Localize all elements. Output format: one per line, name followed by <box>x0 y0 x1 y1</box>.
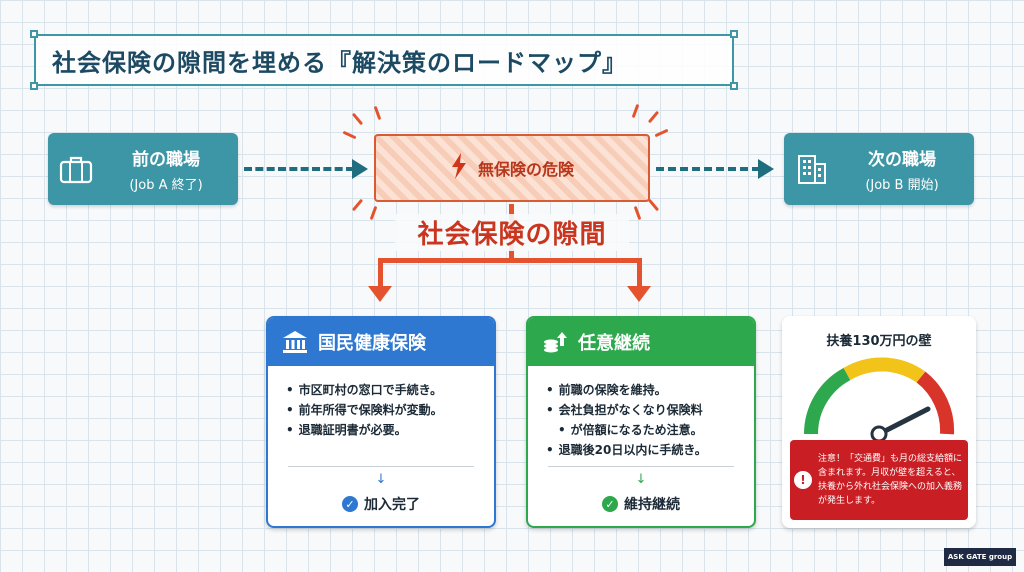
list-item: 前職の保険を維持。 <box>546 380 738 400</box>
alert-ray <box>633 205 642 221</box>
alert-ray <box>351 112 364 126</box>
gauge-pivot <box>870 425 888 442</box>
result-label: 維持継続 <box>624 497 680 513</box>
branch-bar <box>378 258 642 263</box>
prev-job-subtitle: (Job A 終了) <box>129 178 203 193</box>
coins-arrow-icon <box>542 330 568 354</box>
next-job-title: 次の職場 <box>868 150 936 170</box>
divider <box>288 466 474 467</box>
danger-label: 無保険の危険 <box>477 160 574 179</box>
list-item: 市区町村の窓口で手続き。 <box>286 380 478 400</box>
continuation-result: ✓ 維持継続 <box>528 494 754 514</box>
gauge-needle <box>876 406 931 437</box>
arrow-down-icon <box>368 286 392 302</box>
branch-right-leg <box>637 258 642 288</box>
alert-ray <box>373 105 382 121</box>
national-insurance-header: 国民健康保険 <box>268 318 494 366</box>
arrow-down-icon: ↓ <box>635 472 647 487</box>
alert-ray <box>647 198 660 212</box>
title-corner <box>30 30 38 38</box>
gauge-title: 扶養130万円の壁 <box>826 334 932 349</box>
prev-job-title: 前の職場 <box>132 150 200 170</box>
alert-ray <box>369 205 378 221</box>
title-corner <box>730 82 738 90</box>
continuation-card: 任意継続 前職の保険を維持。 会社負担がなくなり保険料 が倍額になるため注意。 … <box>526 316 756 528</box>
check-circle-icon: ✓ <box>602 496 618 512</box>
result-label: 加入完了 <box>364 497 420 513</box>
national-insurance-title: 国民健康保険 <box>318 333 426 354</box>
branch-left-leg <box>378 258 383 288</box>
alert-ray <box>647 110 660 124</box>
arrow-right-icon <box>352 159 368 179</box>
continuation-list: 前職の保険を維持。 会社負担がなくなり保険料 が倍額になるため注意。 退職後20… <box>528 366 754 460</box>
prev-job-box: 前の職場 (Job A 終了) <box>48 133 238 205</box>
arrow-down-icon <box>627 286 651 302</box>
national-insurance-card: 国民健康保険 市区町村の窓口で手続き。 前年所得で保険料が変動。 退職証明書が必… <box>266 316 496 528</box>
list-item: 会社負担がなくなり保険料 <box>546 400 738 420</box>
next-job-subtitle: (Job B 開始) <box>865 178 939 193</box>
briefcase-icon <box>48 154 104 184</box>
next-job-box: 次の職場 (Job B 開始) <box>784 133 974 205</box>
government-building-icon <box>282 330 308 354</box>
title-box: 社会保険の隙間を埋める『解決策のロードマップ』 <box>30 30 738 90</box>
arrow-down-icon: ↓ <box>375 472 387 487</box>
page-title: 社会保険の隙間を埋める『解決策のロードマップ』 <box>52 48 627 77</box>
continuation-title: 任意継続 <box>578 333 650 354</box>
list-item: 前年所得で保険料が変動。 <box>286 400 478 420</box>
arrow-right-icon <box>758 159 774 179</box>
company-logo: ASK GATE group <box>944 548 1016 566</box>
warning-text: 注意！「交通費」も月の総支給額に含まれます。月収が壁を超えると、扶養から外れ社会… <box>818 454 963 506</box>
list-item: 退職証明書が必要。 <box>286 420 478 440</box>
alert-ray <box>654 128 669 138</box>
gauge-card: 扶養130万円の壁 ! 注意！「交通費」も月の総支給額に含まれます。月収が壁を超… <box>782 316 976 528</box>
alert-ray <box>351 198 364 212</box>
alert-ray <box>631 103 640 119</box>
check-circle-icon: ✓ <box>342 496 358 512</box>
alert-ray <box>342 130 357 140</box>
title-corner <box>30 82 38 90</box>
title-corner <box>730 30 738 38</box>
dashed-connector-right <box>656 167 760 171</box>
national-insurance-result: ✓ 加入完了 <box>268 494 494 514</box>
list-item: 退職後20日以内に手続き。 <box>546 440 738 460</box>
exclamation-icon: ! <box>794 471 812 489</box>
dashed-connector-left <box>244 167 354 171</box>
income-gauge <box>804 357 955 442</box>
list-item: が倍額になるため注意。 <box>546 420 738 440</box>
lightning-icon <box>450 153 468 183</box>
warning-box: ! 注意！「交通費」も月の総支給額に含まれます。月収が壁を超えると、扶養から外れ… <box>790 440 968 520</box>
national-insurance-list: 市区町村の窓口で手続き。 前年所得で保険料が変動。 退職証明書が必要。 <box>268 366 494 440</box>
divider <box>548 466 734 467</box>
danger-box: 無保険の危険 <box>374 134 650 202</box>
continuation-header: 任意継続 <box>528 318 754 366</box>
gap-label: 社会保険の隙間 <box>395 214 629 251</box>
building-icon <box>784 152 840 186</box>
